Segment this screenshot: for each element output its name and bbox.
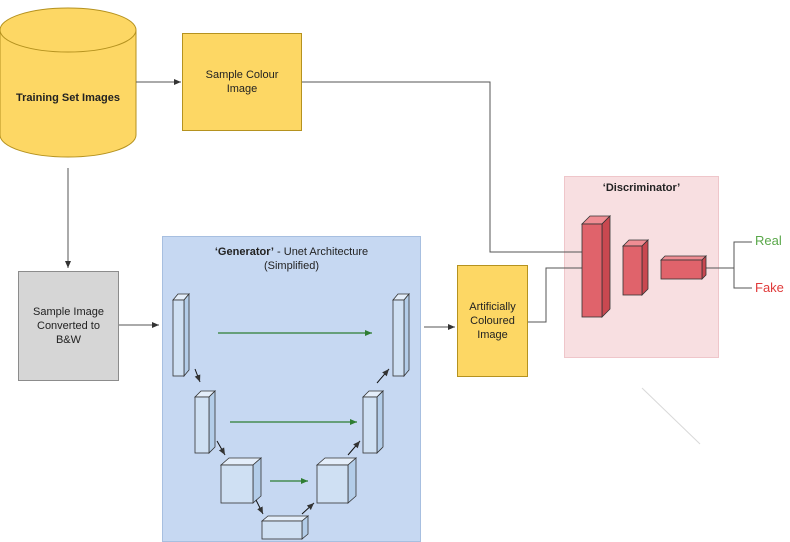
generator-title-rest: - Unet Architecture — [273, 246, 369, 258]
down-arrow-1 — [194, 368, 201, 383]
unet-block-dec2 — [362, 390, 384, 454]
down-arrow-3 — [255, 499, 264, 515]
faint-diagonal-line — [641, 387, 701, 445]
training-set-label: Training Set Images — [16, 92, 120, 104]
output-fake-label: Fake — [755, 280, 784, 295]
unet-block-dec1 — [392, 292, 410, 378]
generator-title-bold: ‘Generator’ — [214, 246, 274, 258]
line-sample-colour-to-discriminator — [302, 81, 582, 253]
artificial-image-node: Artificially Coloured Image — [457, 265, 528, 377]
line-artificial-to-discriminator — [528, 267, 582, 323]
sample-colour-image-node: Sample Colour Image — [182, 33, 302, 131]
down-arrow-2 — [216, 440, 226, 456]
output-splitter — [706, 241, 752, 269]
unet-block-enc1 — [172, 292, 190, 378]
disc-block-2 — [622, 239, 649, 296]
disc-block-1 — [581, 215, 611, 318]
disc-block-3 — [660, 255, 707, 280]
sample-colour-image-label: Sample Colour Image — [205, 69, 279, 95]
unet-block-dec3 — [315, 457, 358, 504]
unet-block-enc2 — [194, 390, 216, 454]
up-arrow-1 — [301, 502, 315, 515]
output-splitter-fake — [733, 268, 752, 289]
up-arrow-3 — [376, 368, 390, 384]
generator-panel — [162, 236, 421, 542]
unet-block-bottleneck — [260, 515, 310, 540]
training-set-cylinder — [0, 7, 137, 158]
discriminator-title: ‘Discriminator’ — [602, 182, 681, 194]
output-real-label: Real — [755, 233, 782, 248]
sample-bw-label: Sample Image Converted to B&W — [33, 306, 104, 346]
artificial-image-label: Artificially Coloured Image — [469, 301, 516, 341]
unet-block-enc3 — [219, 457, 263, 504]
sample-bw-node: Sample Image Converted to B&W — [18, 271, 119, 381]
generator-title: ‘Generator’ - Unet Architecture (Simplif… — [162, 245, 421, 273]
generator-subtitle: (Simplified) — [263, 260, 319, 272]
up-arrow-2 — [347, 440, 361, 456]
